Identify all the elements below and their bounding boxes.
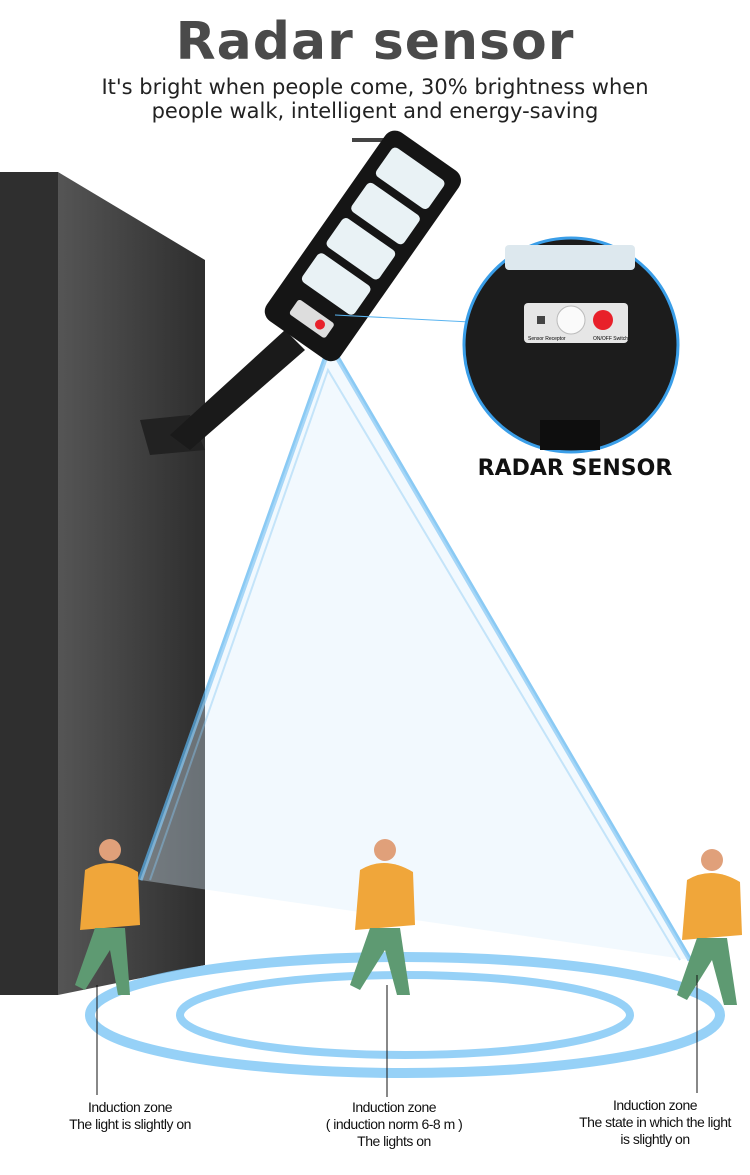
switch-label: ON/OFF Switch [593, 336, 628, 342]
pointer-lines [96, 975, 698, 1097]
zone-caption-right: Induction zone The state in which the li… [560, 1097, 750, 1148]
zone-state: The lights on [357, 1133, 431, 1149]
zone-title: Induction zone [351, 1099, 437, 1115]
zone-desc: ( induction norm 6-8 m ) [325, 1116, 463, 1132]
zone-caption-center: Induction zone ( induction norm 6-8 m ) … [294, 1099, 494, 1150]
page-title: Radar sensor [175, 12, 575, 72]
zone-desc: The light is slightly on [69, 1116, 191, 1132]
subtitle-line-2: people walk, intelligent and energy-savi… [151, 99, 599, 123]
radar-sensor-label: RADAR SENSOR [477, 456, 673, 481]
person-center [350, 839, 415, 995]
wall [0, 172, 205, 995]
street-light [140, 130, 461, 455]
zone-title: Induction zone [612, 1097, 698, 1113]
zone-desc: The state in which the light [579, 1114, 731, 1130]
person-right [677, 849, 742, 1005]
subtitle-line-1: It's bright when people come, 30% bright… [101, 75, 649, 99]
zone-caption-left: Induction zone The light is slightly on [30, 1099, 230, 1133]
zone-title: Induction zone [87, 1099, 173, 1115]
sensor-receptor-label: Sensor Receptor [528, 336, 566, 342]
divider [352, 138, 400, 142]
person-left [75, 839, 140, 995]
zone-state: is slightly on [620, 1131, 690, 1147]
sensor-inset: Sensor Receptor ON/OFF Switch [462, 236, 680, 454]
